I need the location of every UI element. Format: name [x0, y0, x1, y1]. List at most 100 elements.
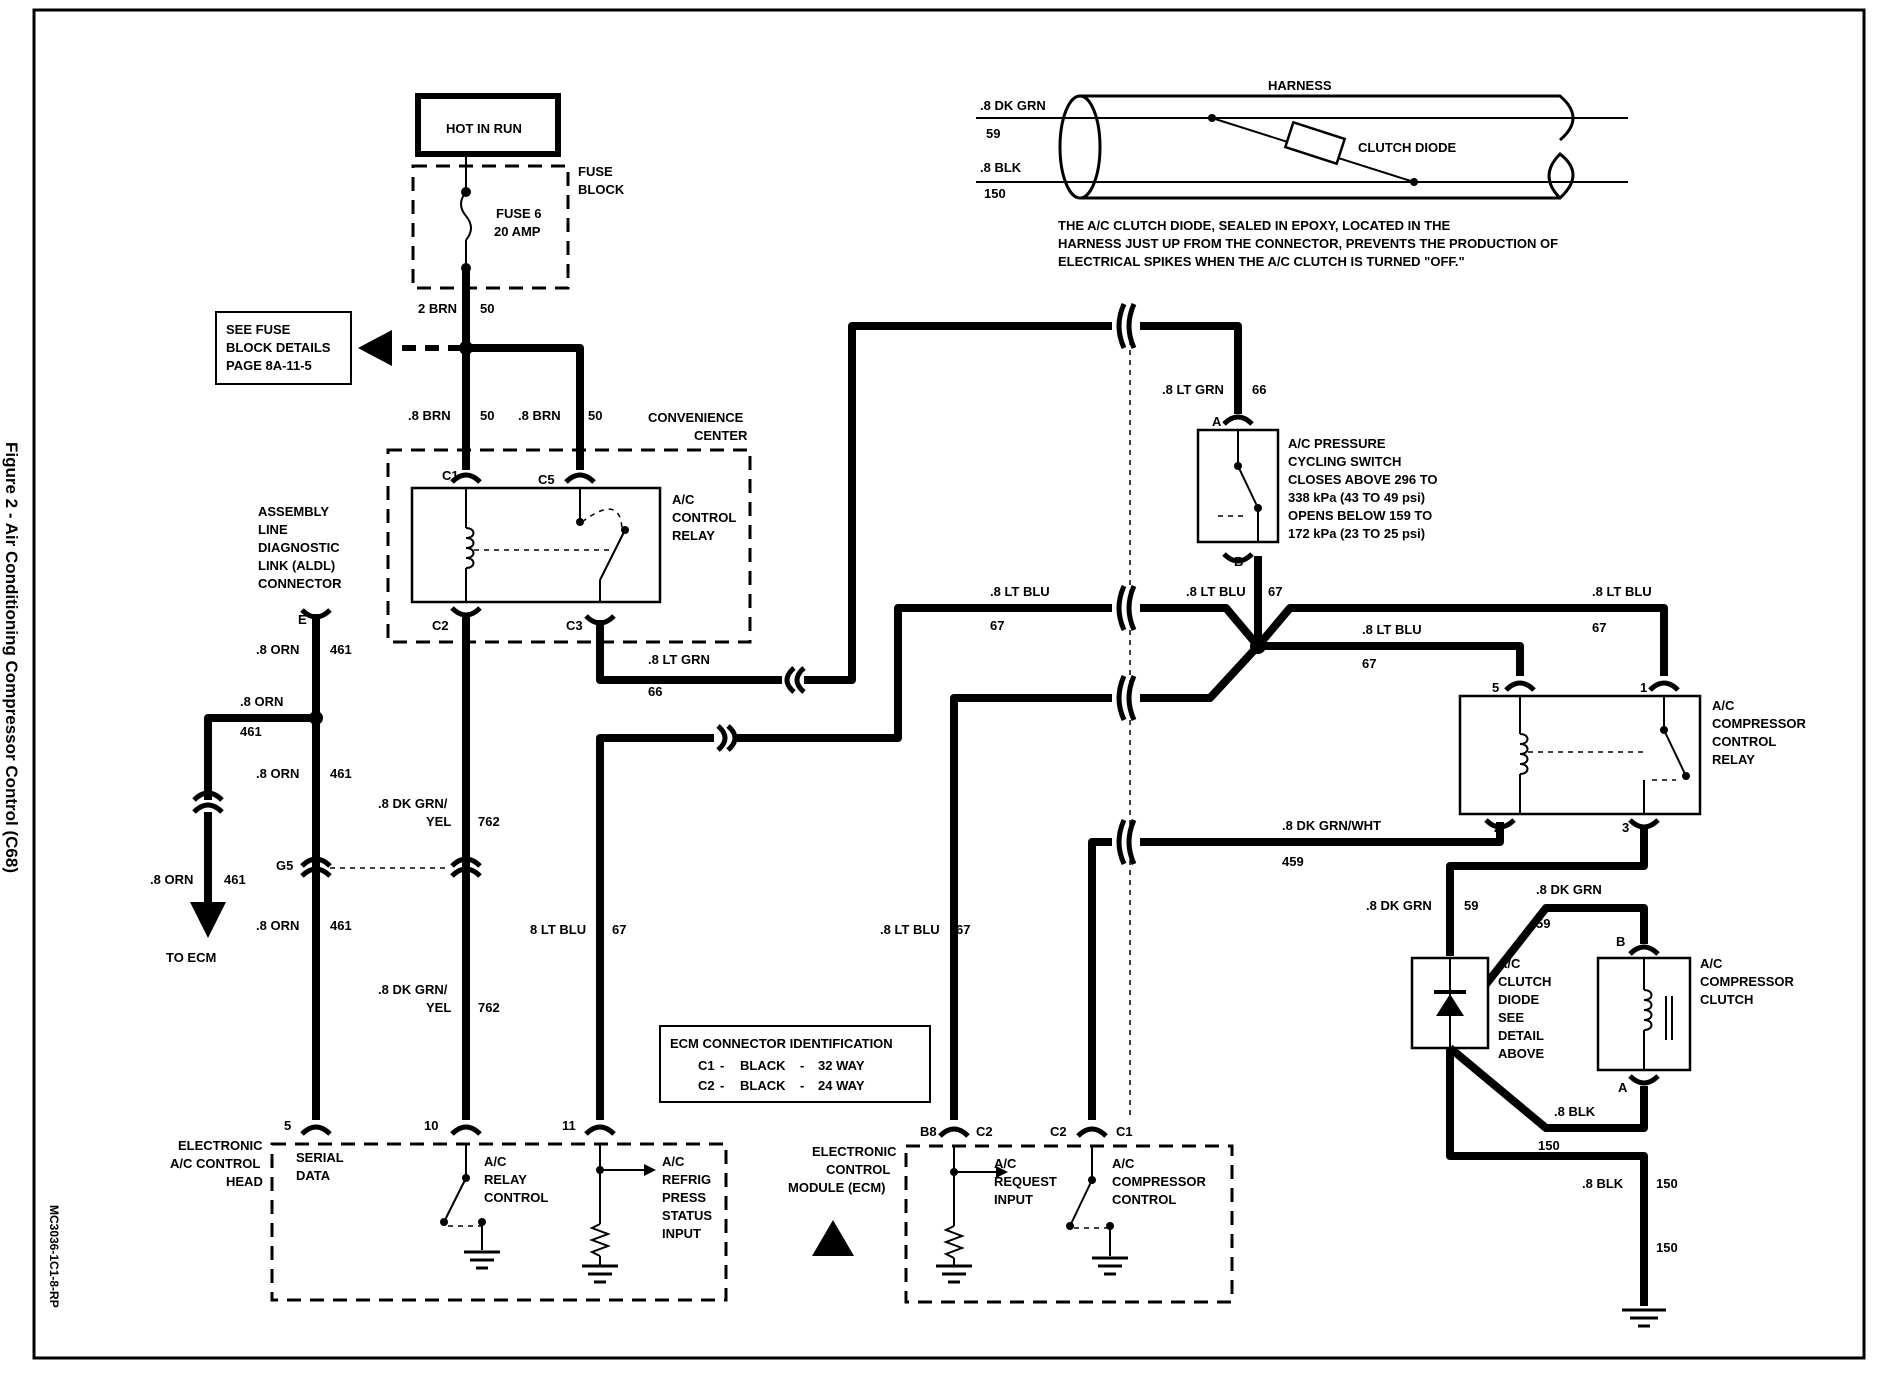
relay-coil-icon: [1519, 733, 1529, 775]
compressor-control-relay: [1458, 694, 1702, 816]
diagram-label: -: [800, 1058, 804, 1073]
diagram-label: COMPRESSOR: [1700, 974, 1795, 989]
diagram-label: C1: [698, 1058, 715, 1073]
diagram-label: HARNESS: [1268, 78, 1332, 93]
arrow-left-icon: [358, 330, 392, 366]
diagram-label: .8 DK GRN: [980, 98, 1046, 113]
diagram-label: A/C: [1712, 698, 1735, 713]
diagram-label: .8 DK GRN: [1536, 882, 1602, 897]
diagram-label: SERIAL: [296, 1150, 344, 1165]
diagram-label: ABOVE: [1498, 1046, 1545, 1061]
diagram-label: RELAY: [1712, 752, 1755, 767]
ground-icon: [1092, 1256, 1128, 1276]
fuse-rating: 20 AMP: [494, 224, 541, 239]
diagram-label: 66: [1252, 382, 1266, 397]
diagram-label: A/C: [994, 1156, 1017, 1171]
diagram-label: ELECTRONIC: [812, 1144, 897, 1159]
diagram-label: CENTER: [694, 428, 748, 443]
diagram-label: OPENS BELOW 159 TO: [1288, 508, 1432, 523]
diagram-label: A/C: [1112, 1156, 1135, 1171]
diagram-label: A/C: [1498, 956, 1521, 971]
diagram-label: ELECTRICAL SPIKES WHEN THE A/C CLUTCH IS…: [1058, 254, 1465, 269]
diagram-label: INPUT: [994, 1192, 1033, 1207]
diagram-label: .8 LT BLU: [1592, 584, 1652, 599]
diagram-label: CONNECTOR: [258, 576, 342, 591]
diagram-label: ELECTRONIC: [178, 1138, 263, 1153]
diagram-label: 67: [1362, 656, 1376, 671]
diagram-label: 32 WAY: [818, 1058, 865, 1073]
resistor-icon: [589, 1223, 611, 1257]
diagram-label: 459: [1282, 854, 1304, 869]
diagram-label: .8 BRN: [518, 408, 561, 423]
diagram-label: B: [1616, 934, 1625, 949]
harness-diode-icon: [1283, 120, 1347, 166]
diagram-label: A: [1618, 1080, 1628, 1095]
diagram-label: 67: [990, 618, 1004, 633]
figure-title: Figure 2 - Air Conditioning Compressor C…: [2, 442, 21, 873]
diagram-label: 50: [480, 408, 494, 423]
ground-icon: [464, 1250, 500, 1270]
ground-icon: [582, 1264, 618, 1284]
diagram-label: 67: [1592, 620, 1606, 635]
diagram-label: PAGE 8A-11-5: [226, 358, 312, 373]
diagram-label: ECM CONNECTOR IDENTIFICATION: [670, 1036, 893, 1051]
page-border: [32, 8, 1866, 1360]
diagram-label: C5: [538, 472, 555, 487]
arrow-right-icon: [644, 1164, 656, 1176]
convenience-center-box: [386, 448, 752, 644]
diagram-label: CYCLING SWITCH: [1288, 454, 1401, 469]
diagram-label: CLUTCH: [1700, 992, 1753, 1007]
diagram-label: 67: [612, 922, 626, 937]
diagram-label: 461: [224, 872, 246, 887]
diagram-label: .8 DK GRN/WHT: [1282, 818, 1381, 833]
diagram-label: BLACK: [740, 1058, 786, 1073]
diagram-label: .8 LT BLU: [1362, 622, 1422, 637]
diagram-label: A/C PRESSURE: [1288, 436, 1386, 451]
ecm-box: [904, 1144, 1234, 1304]
diagram-label: C2: [432, 618, 449, 633]
diagram-label: A/C: [484, 1154, 507, 1169]
diagram-label: PRESS: [662, 1190, 706, 1205]
diagram-label: 461: [330, 918, 352, 933]
diagram-label: DIAGNOSTIC: [258, 540, 340, 555]
diagram-label: 50: [588, 408, 602, 423]
diagram-label: BLOCK DETAILS: [226, 340, 331, 355]
fuse-name: FUSE 6: [496, 206, 542, 221]
diagram-label: HARNESS JUST UP FROM THE CONNECTOR, PREV…: [1058, 236, 1558, 251]
diagram-label: INPUT: [662, 1226, 701, 1241]
fuse-block-label: BLOCK: [578, 182, 625, 197]
diagram-label: .8 ORN: [256, 918, 299, 933]
diagram-label: .8 BRN: [408, 408, 451, 423]
diagram-label: 59: [1464, 898, 1478, 913]
diagram-label: COMPRESSOR: [1712, 716, 1807, 731]
diagram-label: 461: [330, 766, 352, 781]
diagram-label: HEAD: [226, 1174, 263, 1189]
diagram-label: -: [720, 1058, 724, 1073]
diagram-label: .8 ORN: [240, 694, 283, 709]
diagram-label: LINK (ALDL): [258, 558, 335, 573]
diagram-label: 67: [956, 922, 970, 937]
inline-connector: [1116, 302, 1137, 866]
diagram-label: 59: [1536, 916, 1550, 931]
arrow-down-icon: [190, 902, 226, 938]
diagram-label: 8 LT BLU: [530, 922, 586, 937]
diagram-label: .8 ORN: [150, 872, 193, 887]
diagram-label: DETAIL: [1498, 1028, 1544, 1043]
diagram-label: REQUEST: [994, 1174, 1057, 1189]
diagram-label: SEE: [1498, 1010, 1524, 1025]
diode-icon: [1436, 994, 1464, 1016]
ground-icon: [936, 1264, 972, 1284]
diagram-label: 5: [284, 1118, 291, 1133]
ac-control-head-box: [270, 1142, 728, 1302]
diagram-label: YEL: [426, 814, 451, 829]
diagram-label: .8 ORN: [256, 642, 299, 657]
diagram-label: 150: [984, 186, 1006, 201]
diagram-label: .8 DK GRN: [1366, 898, 1432, 913]
arrow-right-icon: [996, 1166, 1008, 1178]
diagram-label: CLOSES ABOVE 296 TO: [1288, 472, 1438, 487]
diagram-label: 762: [478, 1000, 500, 1015]
diagram-label: LINE: [258, 522, 288, 537]
see-fuse-box: [215, 311, 352, 385]
diagram-label: .8 BLK: [1582, 1176, 1624, 1191]
esd-warning-icon: [812, 1220, 854, 1256]
